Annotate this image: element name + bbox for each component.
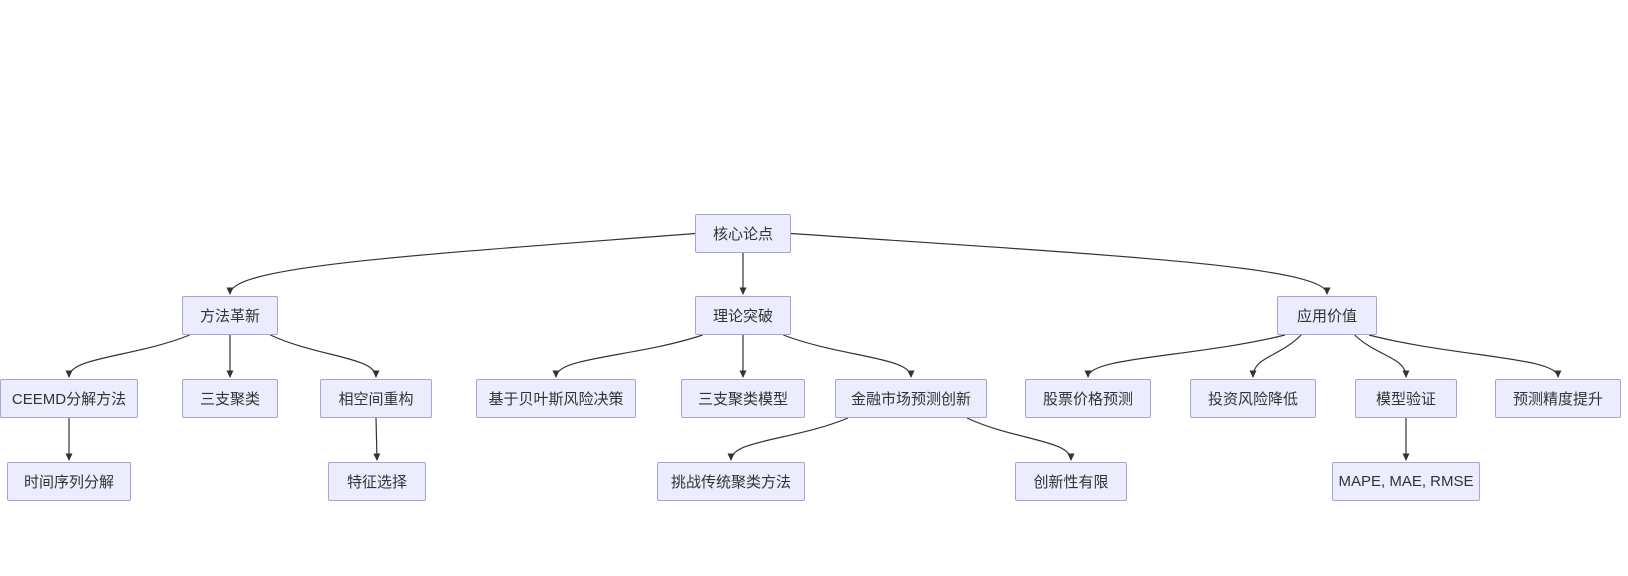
- node-investment-risk-reduction: 投资风险降低: [1190, 379, 1316, 418]
- edge-core-thesis-to-method-innovation: [226, 232, 696, 295]
- edge-theory-breakthrough-to-financial-market-forecast-innovation: [783, 334, 915, 378]
- node-ceemd-decomposition: CEEMD分解方法: [0, 379, 138, 418]
- edge-application-value-to-investment-risk-reduction: [1249, 334, 1302, 378]
- node-method-innovation: 方法革新: [182, 296, 278, 335]
- node-stock-price-prediction: 股票价格预测: [1025, 379, 1151, 418]
- node-model-validation: 模型验证: [1355, 379, 1457, 418]
- node-three-way-clustering-model: 三支聚类模型: [681, 379, 805, 418]
- node-application-value: 应用价值: [1277, 296, 1377, 335]
- edge-phase-space-reconstruction-to-feature-selection: [373, 417, 381, 461]
- edge-group: [65, 232, 1562, 461]
- node-core-thesis: 核心论点: [695, 214, 791, 253]
- node-bayesian-risk-decision: 基于贝叶斯风险决策: [476, 379, 636, 418]
- node-theory-breakthrough: 理论突破: [695, 296, 791, 335]
- edge-application-value-to-model-validation: [1354, 334, 1410, 378]
- edge-application-value-to-forecast-accuracy-improvement: [1368, 334, 1562, 378]
- edge-financial-market-forecast-innovation-to-limited-innovation: [966, 417, 1075, 461]
- node-challenge-traditional-clustering: 挑战传统聚类方法: [657, 462, 805, 501]
- node-mape-mae-rmse: MAPE, MAE, RMSE: [1332, 462, 1480, 501]
- node-financial-market-forecast-innovation: 金融市场预测创新: [835, 379, 987, 418]
- edge-method-innovation-to-phase-space-reconstruction: [270, 334, 380, 378]
- node-limited-innovation: 创新性有限: [1015, 462, 1127, 501]
- edge-core-thesis-to-application-value: [790, 232, 1331, 295]
- node-feature-selection: 特征选择: [328, 462, 426, 501]
- edge-financial-market-forecast-innovation-to-challenge-traditional-clustering: [727, 417, 849, 461]
- edge-application-value-to-stock-price-prediction: [1084, 334, 1286, 378]
- node-time-series-decomposition: 时间序列分解: [7, 462, 131, 501]
- node-phase-space-reconstruction: 相空间重构: [320, 379, 432, 418]
- edge-method-innovation-to-ceemd-decomposition: [65, 334, 190, 378]
- node-forecast-accuracy-improvement: 预测精度提升: [1495, 379, 1621, 418]
- edge-theory-breakthrough-to-bayesian-risk-decision: [552, 334, 703, 378]
- node-three-way-clustering: 三支聚类: [182, 379, 278, 418]
